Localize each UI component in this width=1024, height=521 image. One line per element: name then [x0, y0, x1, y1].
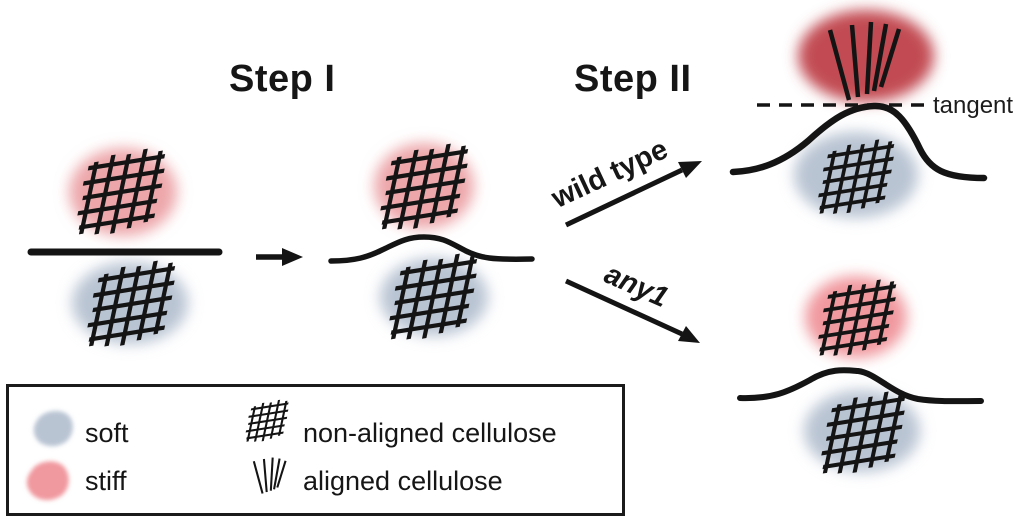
wild-type-arrow-shaft: [564, 167, 684, 228]
medium-bulge-surface-any1: [737, 367, 984, 405]
tangent-label: tangent: [933, 92, 1014, 119]
soft-blob-icon: [33, 410, 73, 447]
legend-label-non-aligned-cellulose: non-aligned cellulose: [303, 418, 557, 448]
step2-title: Step II: [574, 58, 692, 100]
small-bulge-surface-scene2: [328, 234, 535, 264]
legend-icons: [26, 396, 293, 501]
process-arrows: [256, 161, 702, 343]
legend-label-aligned-cellulose: aligned cellulose: [303, 466, 503, 496]
legend-label-stiff: stiff: [85, 466, 127, 496]
stiff-blob-icon: [26, 461, 69, 501]
step1-arrow-head: [282, 248, 303, 266]
legend-label-soft: soft: [85, 418, 129, 448]
any1-arrow-head: [678, 326, 700, 343]
any1-arrow-shaft: [564, 278, 684, 337]
legend-box: soft stiff non-aligned cellulose aligned…: [6, 384, 625, 516]
wild-type-arrow-head: [678, 161, 702, 178]
step1-title: Step I: [229, 58, 336, 100]
